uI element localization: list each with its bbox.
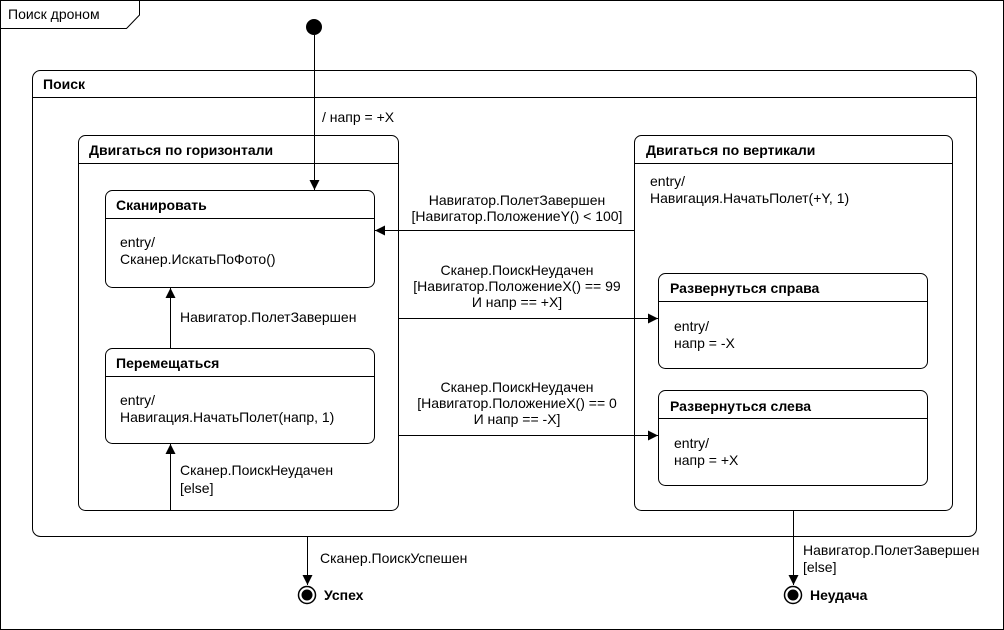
state-scan-title: Сканировать [116,197,207,213]
state-move-action: Навигация.НачатьПолет(напр, 1) [120,409,334,425]
final-state-success [301,589,313,601]
transition-to-turn-right-line3: И напр == +X] [472,294,562,310]
state-turn-right-action: напр = -X [674,335,736,351]
transition-vertical-to-scan-line1: Навигатор.ПолетЗавершен [429,192,605,208]
transition-scan-fail-to-move-line2: [else] [180,480,213,496]
state-search [32,70,977,537]
state-scan-action: Сканер.ИскатьПоФото() [120,251,276,267]
initial-state [306,19,322,35]
transition-vertical-to-scan-line2: [Навигатор.ПоложениеY() < 100] [412,208,623,224]
state-turn-right[interactable] [658,273,928,369]
final-state-failure [787,589,799,601]
state-scan-entry: entry/ [120,234,155,250]
transition-to-turn-right-line1: Сканер.ПоискНеудачен [440,262,593,278]
state-turn-right-entry: entry/ [674,318,709,334]
state-turn-left-title: Развернуться слева [670,398,811,414]
state-turn-right-title: Развернуться справа [670,280,820,296]
state-scan[interactable] [105,190,375,288]
transition-to-failure-line2: [else] [803,559,836,575]
state-turn-left-entry: entry/ [674,435,709,451]
frame-tab [0,0,140,29]
state-horizontal-title: Двигаться по горизонтали [89,142,273,158]
transition-scan-fail-to-move-line1: Сканер.ПоискНеудачен [180,462,333,478]
state-turn-left[interactable] [658,390,928,486]
transition-to-success-label: Сканер.ПоискУспешен [320,550,467,566]
state-turn-left-action: напр = +X [674,452,739,468]
state-vertical-action: Навигация.НачатьПолет(+Y, 1) [650,190,849,206]
state-move-entry: entry/ [120,392,155,408]
state-move[interactable] [105,348,375,444]
transition-to-turn-left-line3: И напр == -X] [474,411,561,427]
transition-to-turn-right-line2: [Навигатор.ПоложениеX() == 99 [413,278,621,294]
transition-move-to-scan-label: Навигатор.ПолетЗавершен [180,309,356,325]
state-search-title: Поиск [43,76,86,92]
transition-to-turn-left-line1: Сканер.ПоискНеудачен [440,379,593,395]
transition-to-failure-line1: Навигатор.ПолетЗавершен [803,542,979,558]
final-state-failure-label: Неудача [810,587,868,603]
transition-initial-label: / напр = +X [322,109,395,125]
state-vertical-title: Двигаться по вертикали [646,142,815,158]
frame-title: Поиск дроном [8,6,100,22]
state-move-title: Перемещаться [116,355,219,371]
transition-to-turn-left-line2: [Навигатор.ПоложениеX() == 0 [417,395,617,411]
final-state-success-label: Успех [324,587,364,603]
state-vertical-entry: entry/ [650,173,685,189]
